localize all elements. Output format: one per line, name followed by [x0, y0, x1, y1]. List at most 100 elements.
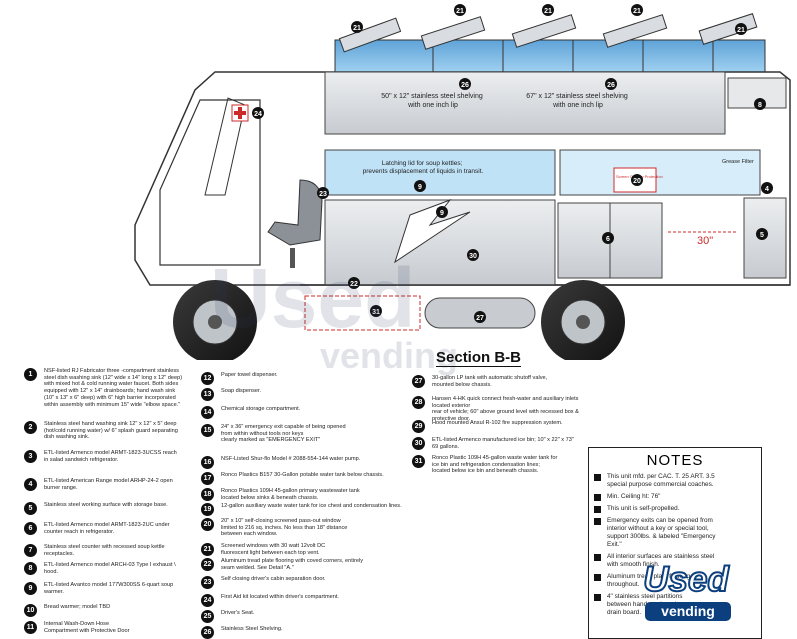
legend-item-18: 18 Ronco Plastics 109H 45-gallon primary …: [201, 488, 416, 501]
legend-text: ETL-listed Armenco model ARMT-1823-2UC u…: [44, 522, 170, 535]
shelf-left-label: 50" x 12" stainless steel shelving with …: [381, 93, 484, 109]
svg-text:8: 8: [758, 102, 762, 109]
svg-text:9: 9: [418, 184, 422, 191]
legend-text: Ronco Plastic 109H 45-gallon waste water…: [432, 455, 558, 475]
legend-number: 5: [24, 502, 37, 515]
legend-number: 9: [24, 582, 37, 595]
legend-number: 16: [201, 456, 214, 469]
watermark-vending: vending: [320, 335, 459, 376]
legend-number: 17: [201, 472, 214, 485]
legend-number: 25: [201, 610, 214, 623]
legend-text: ETL-listed American Range model ARHP-24-…: [44, 478, 173, 491]
note-text: This unit mfd. per CAC. T. 25 ART. 3.5 s…: [607, 473, 715, 488]
legend-text: Stainless steel hand washing sink 12" x …: [44, 421, 178, 441]
legend-number: 21: [201, 543, 214, 556]
legend-item-6: 6 ETL-listed Armenco model ARMT-1823-2UC …: [24, 522, 199, 535]
note-bullet-icon: [594, 506, 601, 513]
svg-text:5: 5: [760, 232, 764, 239]
legend-text: Ronco Plastics 109H 45-gallon primary wa…: [221, 488, 360, 501]
legend-text: 20" x 10" self-closing screened pass-out…: [221, 518, 348, 538]
legend-number: 31: [412, 455, 425, 468]
latch-note: Latching lid for soup kettles; prevents …: [363, 160, 484, 175]
svg-text:26: 26: [461, 82, 469, 89]
legend-number: 3: [24, 450, 37, 463]
note-item: Emergency exits can be opened from inter…: [594, 517, 761, 549]
svg-text:24: 24: [254, 111, 262, 118]
svg-text:22: 22: [350, 281, 358, 288]
legend-number: 4: [24, 478, 37, 491]
legend-number: 11: [24, 621, 37, 634]
legend-text: Internal Wash-Down Hose Compartment with…: [44, 621, 130, 634]
svg-text:9: 9: [440, 210, 444, 217]
legend-item-15: 15 24" x 36" emergency exit capable of be…: [201, 424, 416, 444]
legend-number: 19: [201, 503, 214, 516]
roof-vents: [334, 13, 766, 73]
legend-text: 12-gallon auxiliary waste water tank for…: [221, 503, 402, 509]
note-text: Emergency exits can be opened from inter…: [607, 517, 716, 548]
svg-text:23: 23: [319, 191, 327, 198]
svg-text:21: 21: [737, 27, 745, 34]
note-text: All interior surfaces are stainless stee…: [607, 553, 715, 568]
callout-markers: 21 21 21 21 21 26 26 24 8 20 9 9 23 4 6 …: [252, 4, 773, 323]
note-bullet-icon: [594, 554, 601, 561]
legend-item-26: 26 Stainless Steel Shelving.: [201, 626, 416, 639]
legend-text: Stainless Steel Shelving.: [221, 626, 283, 632]
legend-item-11: 11 Internal Wash-Down Hose Compartment wi…: [24, 621, 199, 634]
legend-text: ETL-listed Armenco model ARMT-1823-3UCSS…: [44, 450, 177, 463]
legend-text: Stainless steel working surface with sto…: [44, 502, 168, 508]
legend-text: 24" x 36" emergency exit capable of bein…: [221, 424, 346, 444]
svg-text:21: 21: [544, 8, 552, 15]
svg-text:27: 27: [476, 315, 484, 322]
note-text: This unit is self-propelled.: [607, 505, 680, 512]
legend-text: Self closing driver's cabin separation d…: [221, 576, 326, 582]
note-bullet-icon: [594, 474, 601, 481]
legend-number: 6: [24, 522, 37, 535]
legend-text: Bread warmer; model TBD: [44, 604, 111, 610]
truck-section-diagram: 50" x 12" stainless steel shelving with …: [134, 4, 791, 360]
legend-number: 12: [201, 372, 214, 385]
svg-text:21: 21: [353, 25, 361, 32]
note-item: Min. Ceiling ht: 76": [594, 493, 761, 501]
legend-item-29: 29 Hood mounted Ansul R-102 fire suppress…: [412, 420, 592, 433]
legend-text: 30-gallon LP tank with automatic shutoff…: [432, 375, 548, 388]
legend-text: Stainless steel counter with recessed so…: [44, 544, 165, 557]
legend-number: 18: [201, 488, 214, 501]
legend-number: 24: [201, 594, 214, 607]
note-text: Aluminum tread plate flooring throughout…: [607, 573, 691, 588]
svg-text:31: 31: [372, 309, 380, 316]
legend-number: 15: [201, 424, 214, 437]
legend-item-2: 2 Stainless steel hand washing sink 12" x…: [24, 421, 199, 441]
legend-text: NSF-listed RJ Fabricator three -compartm…: [44, 368, 183, 408]
legend-text: NSF-Listed Shur-flo Model # 2088-554-144…: [221, 456, 361, 462]
legend-number: 29: [412, 420, 425, 433]
legend-number: 22: [201, 558, 214, 571]
legend-item-16: 16 NSF-Listed Shur-flo Model # 2088-554-1…: [201, 456, 416, 469]
legend-number: 13: [201, 388, 214, 401]
svg-text:30: 30: [469, 253, 477, 260]
legend-text: First Aid kit located within driver's co…: [221, 594, 339, 600]
legend-number: 2: [24, 421, 37, 434]
svg-text:6: 6: [606, 236, 610, 243]
legend-number: 26: [201, 626, 214, 639]
note-bullet-icon: [594, 518, 601, 525]
legend-item-27: 27 30-gallon LP tank with automatic shuto…: [412, 375, 592, 388]
note-bullet-icon: [594, 574, 601, 581]
legend-text: Hood mounted Ansul R-102 fire suppressio…: [432, 420, 563, 426]
legend-number: 27: [412, 375, 425, 388]
used-vending-logo: Used vending: [627, 559, 767, 636]
note-item: All interior surfaces are stainless stee…: [594, 553, 761, 569]
svg-text:26: 26: [607, 82, 615, 89]
section-title: Section B-B: [436, 349, 522, 367]
svg-text:4: 4: [765, 186, 769, 193]
legend-text: Soap dispenser.: [221, 388, 262, 394]
legend-text: Paper towel dispenser.: [221, 372, 278, 378]
legend-item-24: 24 First Aid kit located within driver's …: [201, 594, 416, 607]
legend-text: ETL-listed Armenco manufactured ice bin;…: [432, 437, 574, 450]
logo-sub: vending: [645, 602, 731, 621]
